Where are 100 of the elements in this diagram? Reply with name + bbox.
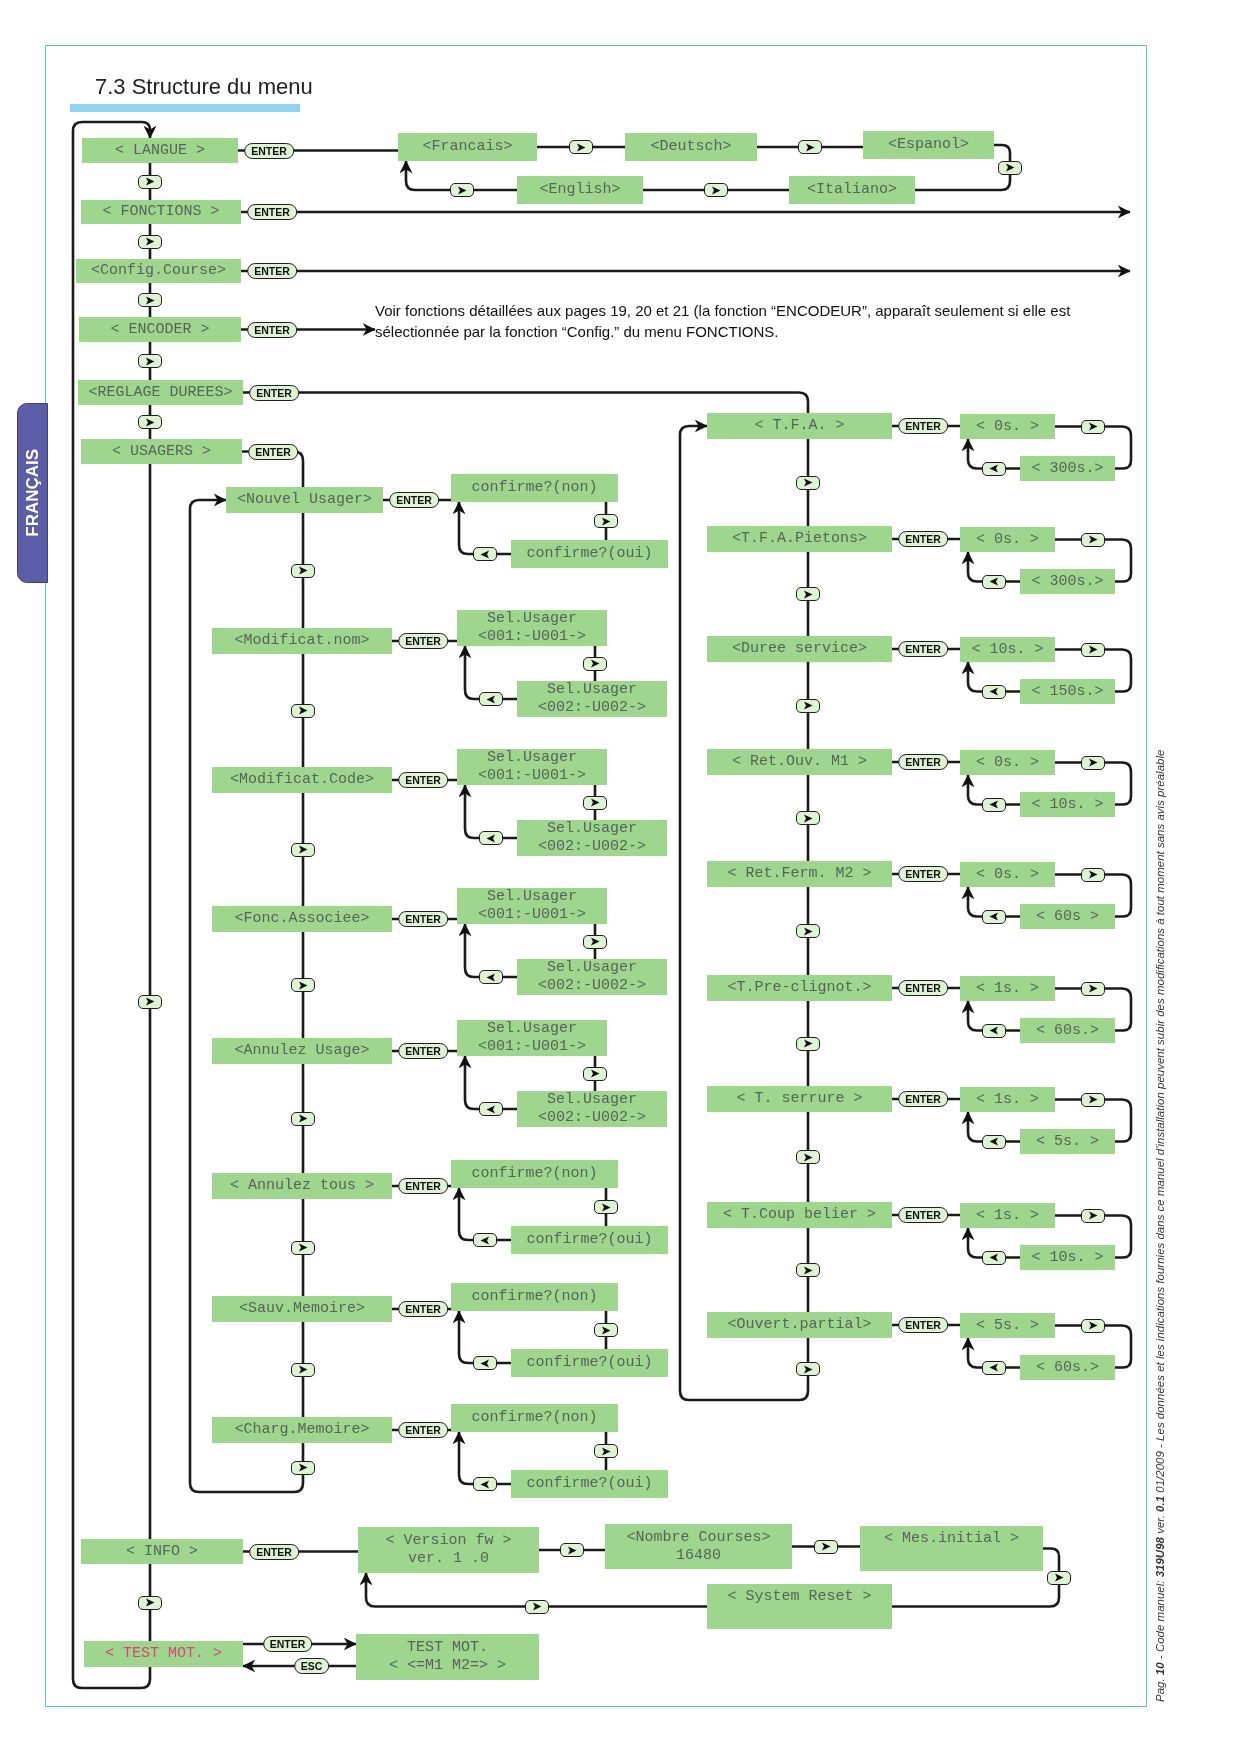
display-text: confirme?(non) xyxy=(471,1409,598,1427)
lcd-display xyxy=(81,200,241,224)
display-text: <T.Pre-clignot.> xyxy=(727,979,872,997)
display-text: <Francais> xyxy=(422,138,513,156)
display-text: <Modificat.Code> xyxy=(230,771,374,789)
key-label: ENTER xyxy=(398,1043,448,1059)
key-label: ENTER xyxy=(398,1178,448,1194)
key-label: ENTER xyxy=(247,321,297,338)
key-label: ENTER xyxy=(898,531,948,547)
lcd-display xyxy=(789,176,915,204)
key-label: ENTER xyxy=(898,980,948,996)
key-label: ENTER xyxy=(398,1301,448,1317)
arrow xyxy=(452,501,511,556)
connector-line xyxy=(915,143,1012,192)
lcd-display xyxy=(517,959,667,995)
lcd-display xyxy=(707,413,892,439)
display-text: < TEST MOT. > xyxy=(105,1645,222,1663)
display-text: Sel.Usager xyxy=(487,1020,577,1038)
lcd-display xyxy=(81,439,242,464)
key-label: ENTER xyxy=(247,204,297,220)
key-label: ESC xyxy=(293,1658,330,1674)
lcd-display xyxy=(356,1634,539,1680)
lcd-display xyxy=(960,1313,1055,1338)
arrow xyxy=(458,645,517,701)
lcd-display xyxy=(960,976,1055,1001)
arrow xyxy=(961,551,1020,583)
lcd-display xyxy=(451,474,618,502)
connector-line xyxy=(593,785,597,820)
connector-line xyxy=(148,163,152,200)
lcd-display xyxy=(707,975,892,1001)
display-text: < 5s. > xyxy=(976,1316,1039,1335)
arrow xyxy=(961,1227,1020,1259)
display-text: Sel.Usager xyxy=(487,888,577,906)
arrow xyxy=(961,438,1020,470)
lcd-display xyxy=(1020,904,1115,929)
display-text: < 10s. > xyxy=(971,640,1044,659)
arrow xyxy=(399,160,517,192)
lcd-display xyxy=(1020,679,1115,704)
connector-line xyxy=(806,439,810,526)
lcd-display xyxy=(707,636,892,662)
lcd-display xyxy=(78,380,243,405)
display-text: <T.F.A.Pietons> xyxy=(732,530,867,548)
key-label: ENTER xyxy=(898,1207,948,1223)
key-label: ENTER xyxy=(247,263,297,279)
connector-line xyxy=(148,1564,152,1641)
display-text: < 60s.> xyxy=(1036,1021,1099,1040)
lcd-display xyxy=(517,681,667,717)
display-text: < 60s > xyxy=(1036,907,1099,926)
connector-line xyxy=(604,1311,608,1349)
key-label: ENTER xyxy=(898,418,948,434)
display-text: < Ret.Ferm. M2 > xyxy=(727,865,872,883)
connector-line xyxy=(806,552,810,636)
display-text: Sel.Usager xyxy=(547,681,637,699)
display-text: <Deutsch> xyxy=(650,138,732,156)
display-text: 16480 xyxy=(676,1546,721,1565)
connector-line xyxy=(148,342,152,380)
lcd-display xyxy=(81,1539,243,1564)
display-text: < 60s.> xyxy=(1036,1358,1099,1377)
lcd-display xyxy=(605,1524,792,1569)
lcd-display xyxy=(511,1226,668,1254)
display-text: < LANGUE > xyxy=(115,141,205,160)
display-text: < T.Coup belier > xyxy=(723,1206,876,1224)
lcd-display xyxy=(212,1417,392,1443)
arrow xyxy=(961,1111,1020,1143)
display-text: < T.F.A. > xyxy=(754,417,845,435)
lcd-display xyxy=(625,133,757,161)
lcd-display xyxy=(860,1526,1043,1571)
display-text: confirme?(non) xyxy=(471,1165,598,1183)
lcd-display xyxy=(960,1087,1055,1112)
display-text: <002:-U002-> xyxy=(538,1109,646,1127)
display-text: <001:-U001-> xyxy=(478,628,586,646)
lcd-display xyxy=(707,1584,892,1629)
key-label: ENTER xyxy=(398,633,448,649)
lcd-display xyxy=(1020,1018,1115,1043)
connector-line xyxy=(593,646,597,681)
connector-line xyxy=(537,145,625,149)
arrow xyxy=(452,1431,511,1486)
footer-note: Pag. 10 - Code manuel: 319U98 ver. 0.1 01/2009 - Les données et les indications fournies dans ce manuel d'installation peuvent subir des modifications à tout moment sans avis préalable xyxy=(1153,748,1167,1702)
arrow xyxy=(71,120,157,1690)
key-label: ENTER xyxy=(389,492,439,508)
arrow xyxy=(961,661,1020,693)
display-text: < 1s. > xyxy=(976,979,1039,998)
connector-line xyxy=(757,145,863,149)
arrow xyxy=(188,493,305,1494)
lcd-display xyxy=(511,1349,668,1377)
key-label: ENTER xyxy=(249,384,299,401)
key-label: ENTER xyxy=(898,1091,948,1107)
lcd-display xyxy=(212,628,392,654)
display-text: <Config.Course> xyxy=(91,262,226,280)
note-text: Voir fonctions détaillées aux pages 19, 20 et 21 (la fonction “ENCODEUR”, apparaît seulement si elle est sélectionnée par la fonction “Config.” du menu FONCTIONS. xyxy=(375,300,1135,360)
lcd-display xyxy=(517,820,667,856)
display-text: <Duree service> xyxy=(732,640,867,658)
connector-line xyxy=(301,654,305,767)
display-text: < Annulez tous > xyxy=(230,1177,374,1195)
connector-line xyxy=(593,924,597,959)
lcd-display xyxy=(212,906,392,932)
display-text: < 300s.> xyxy=(1031,572,1104,591)
lcd-display xyxy=(457,888,607,924)
connector-line xyxy=(806,1228,810,1312)
connector-line xyxy=(593,1056,597,1091)
